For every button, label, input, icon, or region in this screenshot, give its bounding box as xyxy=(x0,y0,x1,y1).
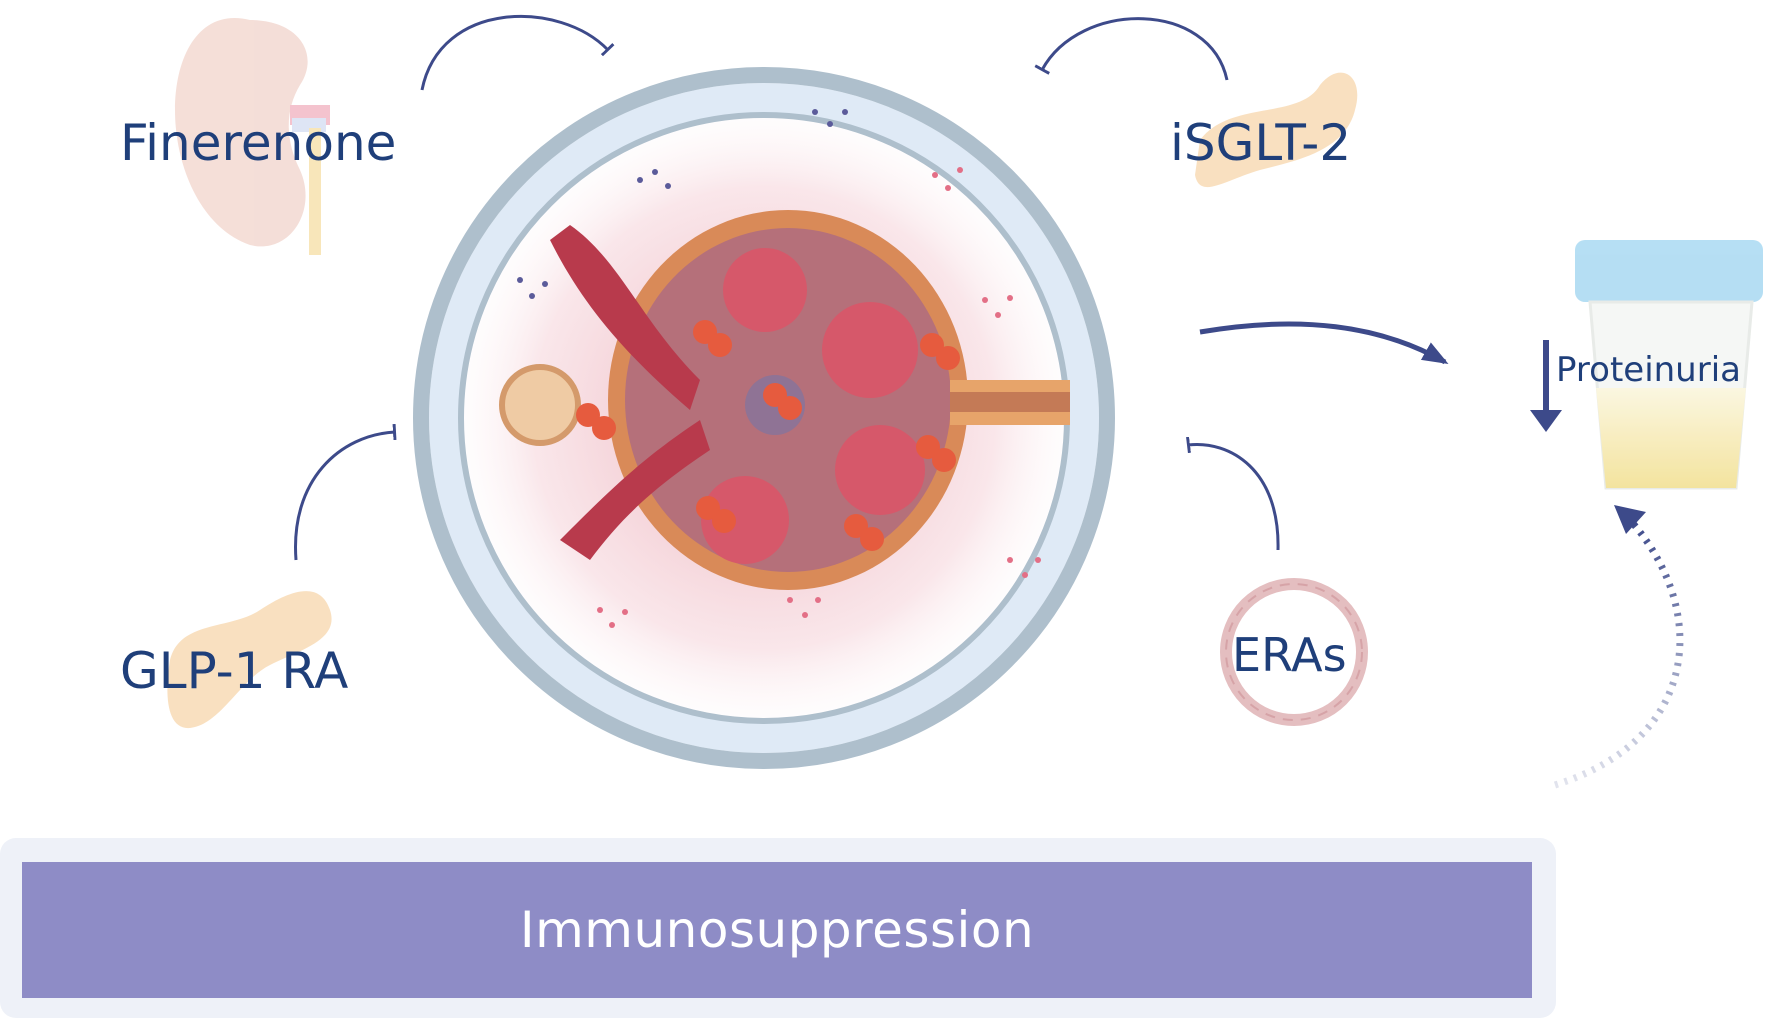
inhibit-arrow-glp1 xyxy=(294,423,397,561)
dotted-arrow xyxy=(1553,517,1684,789)
immunosuppression-label: Immunosuppression xyxy=(519,901,1035,959)
glp1-label: GLP-1 RA xyxy=(120,642,349,700)
dotted-arrow-head xyxy=(1614,505,1646,534)
immunosuppression-bar: Immunosuppression xyxy=(22,862,1532,998)
eras-label: ERAs xyxy=(1232,628,1347,682)
decrease-arrow-head xyxy=(1530,410,1562,432)
finerenone-label: Finerenone xyxy=(120,114,397,172)
inhibit-arrow-finerenone xyxy=(420,14,615,91)
effect-arrow xyxy=(1199,321,1449,365)
pancreas-icon xyxy=(167,591,332,729)
inhibit-arrow-eras xyxy=(1186,436,1280,551)
lens-ring-outer xyxy=(413,67,1115,769)
blood-vessel-icon xyxy=(1220,578,1368,726)
urine-sample-cup-icon xyxy=(1575,240,1763,490)
pancreas-icon xyxy=(1195,72,1358,188)
isglt2-label: iSGLT-2 xyxy=(1170,114,1352,172)
inhibit-arrow-isglt2 xyxy=(1034,17,1229,81)
lens-ring-inner xyxy=(429,83,1099,753)
immunosuppression-panel: Immunosuppression xyxy=(0,838,1556,1018)
proteinuria-label: Proteinuria xyxy=(1556,350,1741,390)
glomerulus-illustration xyxy=(499,109,1070,628)
kidney-icon xyxy=(175,17,330,255)
